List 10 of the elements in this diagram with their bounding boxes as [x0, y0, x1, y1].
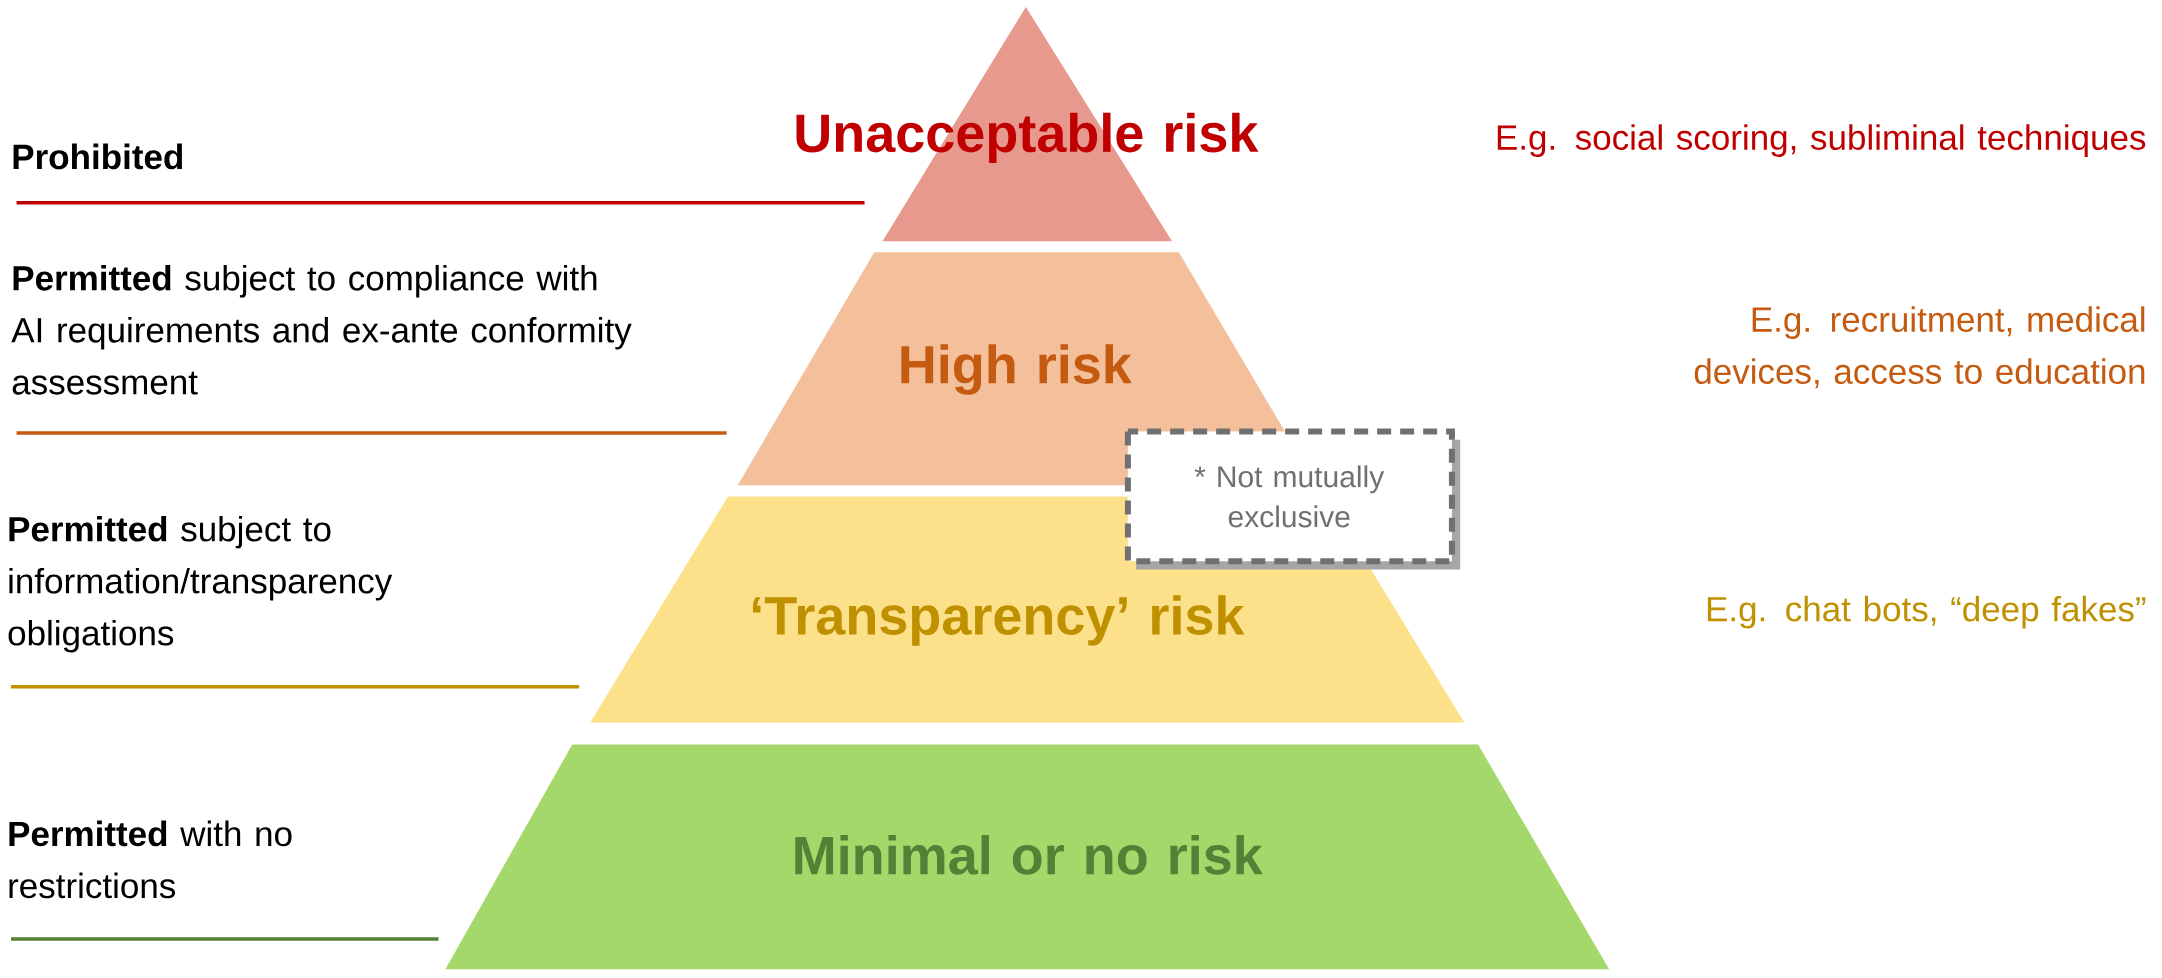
example-text: E.g. chat bots, “deep fakes” — [1707, 596, 2146, 629]
pyramid-tier: Unacceptable risk — [796, 7, 1259, 242]
pyramid-tier: Minimal or no risk — [445, 744, 1610, 970]
example-text: E.g. recruitment, medical devices, access to education — [1694, 306, 2145, 389]
category-note: Permitted with no restrictions — [9, 820, 292, 899]
category-note: Permitted subject to information/transparency obligations — [8, 516, 393, 653]
category-note: Prohibited — [13, 143, 182, 170]
example-text: E.g. social scoring, subliminal techniques — [1497, 124, 2146, 158]
note-box: * Not mutually exclusive — [1124, 428, 1461, 570]
category-note: Permitted subject to compliance with AI requirements and ex-ante conformity assessment — [11, 265, 632, 395]
